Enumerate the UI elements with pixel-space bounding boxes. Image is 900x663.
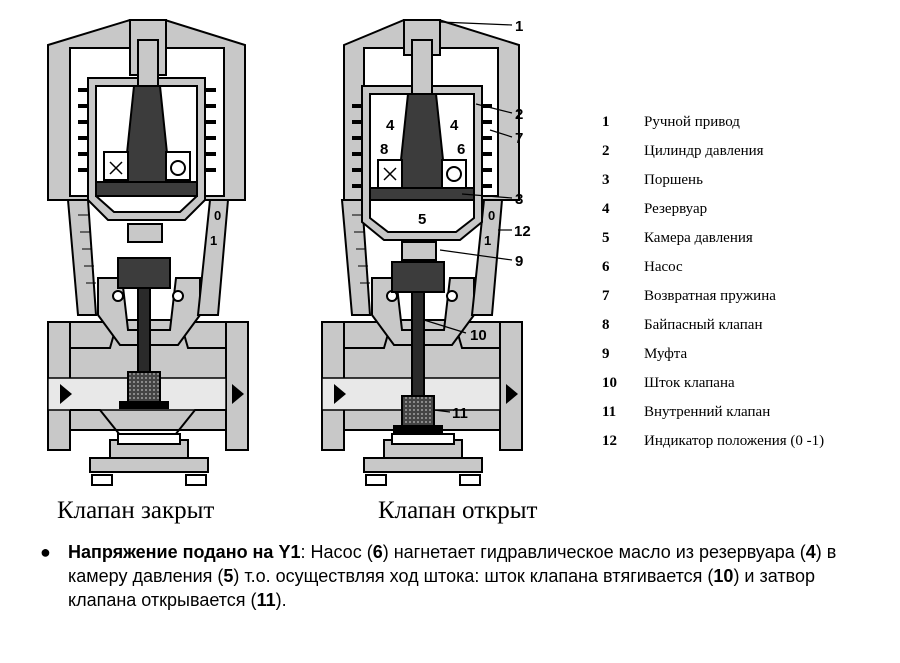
callout-1: 1 <box>515 18 523 35</box>
note-text: ) и затвор клапана открывается ( <box>68 566 815 610</box>
note-heading: Напряжение подано на Y1 <box>68 542 301 562</box>
note-text: ) т.о. осуществляя ход штока: шток клапа… <box>233 566 714 586</box>
legend-number: 8 <box>602 317 610 333</box>
callout-4-left: 4 <box>386 117 395 134</box>
legend-label: Резервуар <box>644 201 708 217</box>
scale-open-0: 0 <box>488 208 495 223</box>
callout-12: 12 <box>514 223 531 240</box>
explanation-text: Напряжение подано на Y1: Насос (6) нагне… <box>68 540 888 612</box>
legend-row: 4 Резервуар <box>602 195 824 224</box>
valve-open <box>321 19 523 486</box>
inner-valve-open <box>401 395 435 431</box>
legend-label: Ручной привод <box>644 114 740 130</box>
legend-label: Байпасный клапан <box>644 317 763 333</box>
legend-number: 9 <box>602 346 610 362</box>
legend-label: Камера давления <box>644 230 753 246</box>
caption-closed: Клапан закрыт <box>57 497 215 524</box>
scale-open-1: 1 <box>484 233 491 248</box>
legend-row: 11 Внутренний клапан <box>602 398 824 427</box>
callout-9: 9 <box>515 253 523 270</box>
legend: 1 Ручной привод 2 Цилиндр давления 3 Поршен… <box>602 108 824 456</box>
callout-leaders <box>423 21 513 413</box>
note-text: ). <box>275 590 287 610</box>
note-text: ) нагнетает гидравлическое масло из резе… <box>382 542 806 562</box>
inner-valve-closed <box>127 371 161 407</box>
legend-label: Шток клапана <box>644 375 735 391</box>
legend-row: 1 Ручной привод <box>602 108 824 137</box>
callout-11: 11 <box>452 405 468 422</box>
scale-closed-0: 0 <box>214 208 221 223</box>
callout-6: 6 <box>457 141 465 158</box>
note-ref: 11 <box>256 590 276 610</box>
flow-arrow-out-closed <box>232 384 244 404</box>
legend-row: 12 Индикатор положения (0 -1) <box>602 427 824 456</box>
coupling-open <box>401 241 437 261</box>
note-ref: 10 <box>713 566 734 586</box>
legend-row: 7 Возвратная пружина <box>602 282 824 311</box>
bullet-icon: ● <box>40 542 51 562</box>
legend-number: 6 <box>602 259 610 275</box>
callout-2: 2 <box>515 106 523 123</box>
callout-3: 3 <box>515 191 523 208</box>
note-text: ) в камеру давления ( <box>68 542 837 586</box>
legend-label: Цилиндр давления <box>644 143 764 159</box>
note-text: : Насос ( <box>300 542 373 562</box>
callout-5: 5 <box>418 211 426 228</box>
callout-4-right: 4 <box>450 117 459 134</box>
legend-row: 6 Насос <box>602 253 824 282</box>
legend-number: 4 <box>602 201 610 217</box>
legend-row: 10 Шток клапана <box>602 369 824 398</box>
note-ref: 4 <box>805 542 816 562</box>
legend-number: 12 <box>602 433 617 449</box>
legend-label: Муфта <box>644 346 688 362</box>
legend-label: Возвратная пружина <box>644 288 776 304</box>
position-indicator-closed <box>66 199 98 316</box>
scale-closed-1: 1 <box>210 233 217 248</box>
caption-open: Клапан открыт <box>378 497 538 524</box>
legend-label: Насос <box>644 259 683 275</box>
valve-closed <box>47 19 249 486</box>
legend-row: 2 Цилиндр давления <box>602 137 824 166</box>
callout-7: 7 <box>515 130 523 147</box>
flow-arrow-out-open <box>506 384 518 404</box>
callout-labels: 1 2 7 3 12 9 10 11 4 4 8 6 5 0 1 <box>380 18 531 422</box>
legend-row: 5 Камера давления <box>602 224 824 253</box>
legend-number: 11 <box>602 404 617 420</box>
legend-number: 10 <box>602 375 617 391</box>
coupling-closed <box>127 223 163 243</box>
return-spring-closed <box>78 88 216 172</box>
flow-arrow-in-closed <box>60 384 72 404</box>
note-ref: 5 <box>223 566 234 586</box>
explanation-note: ● Напряжение подано на Y1: Насос (6) наг… <box>40 540 888 612</box>
legend-number: 1 <box>602 114 610 130</box>
legend-row: 3 Поршень <box>602 166 824 195</box>
legend-number: 3 <box>602 172 610 188</box>
legend-row: 8 Байпасный клапан <box>602 311 824 340</box>
legend-number: 7 <box>602 288 610 304</box>
legend-row: 9 Муфта <box>602 340 824 369</box>
legend-label: Внутренний клапан <box>644 404 771 420</box>
bypass-valve-closed <box>103 151 129 181</box>
callout-8: 8 <box>380 141 388 158</box>
legend-number: 5 <box>602 230 610 246</box>
flow-arrow-in-open <box>334 384 346 404</box>
callout-10: 10 <box>470 327 487 344</box>
legend-label: Поршень <box>644 172 703 188</box>
legend-number: 2 <box>602 143 610 159</box>
note-ref: 6 <box>372 542 383 562</box>
legend-label: Индикатор положения (0 -1) <box>644 433 825 449</box>
